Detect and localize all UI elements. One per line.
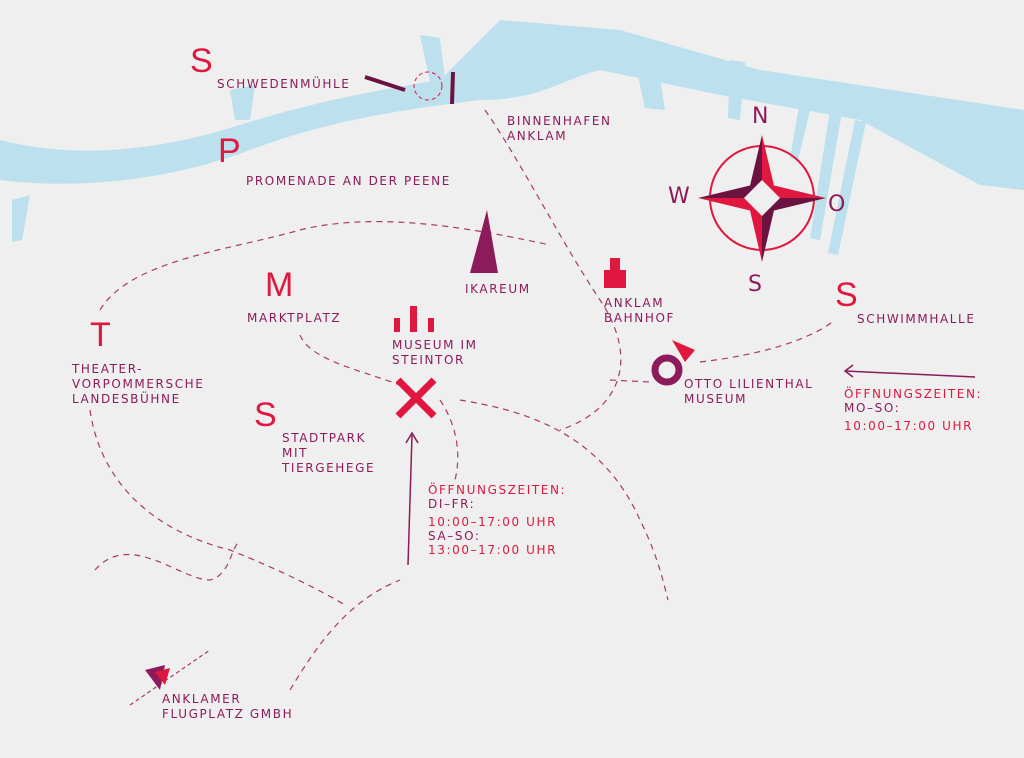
binnenhafen-label[interactable]: Binnenhafen Anklam xyxy=(507,114,612,143)
compass-east: O xyxy=(828,192,846,217)
bridge-icon xyxy=(364,71,455,105)
schwedenmuehle-label[interactable]: Schwedenmühle xyxy=(217,77,351,91)
ikareum-label[interactable]: Ikareum xyxy=(465,282,531,296)
hours-title: Öffnungszeiten: xyxy=(428,483,567,497)
bahnhof-icon xyxy=(604,258,626,288)
hours-time: 10:00–17:00 Uhr xyxy=(844,419,974,433)
marktplatz-letter: M xyxy=(265,266,294,304)
promenade-letter: P xyxy=(218,132,241,170)
hours-time: 10:00–17:00 Uhr xyxy=(428,515,558,529)
schwedenmuehle-letter: S xyxy=(190,42,213,80)
hours-days: Di–Fr: xyxy=(428,497,476,511)
compass-south: S xyxy=(748,272,762,297)
hours-days: Mo–So: xyxy=(844,401,901,415)
compass-rose xyxy=(698,135,826,262)
bahnhof-label[interactable]: Anklam Bahnhof xyxy=(604,296,676,325)
dashed-paths xyxy=(89,109,836,706)
schwimmhalle-letter: S xyxy=(835,276,858,314)
marktplatz-label[interactable]: Marktplatz xyxy=(247,311,342,325)
theater-letter: T xyxy=(90,316,111,354)
compass-west: W xyxy=(668,184,690,209)
hours-title: Öffnungszeiten: xyxy=(844,387,983,401)
ikareum-icon xyxy=(470,210,498,273)
otto-museum-label[interactable]: Otto Lilienthal Museum xyxy=(684,377,814,406)
promenade-label[interactable]: Promenade an der Peene xyxy=(246,174,451,188)
museum-steintor-icon xyxy=(394,306,434,332)
arrow-up-icon xyxy=(405,431,419,566)
otto-museum-icon xyxy=(651,340,695,386)
river-peene xyxy=(0,20,1024,255)
hours-days: Sa–So: xyxy=(428,529,481,543)
compass-north: N xyxy=(752,104,769,129)
hours-time: 13:00–17:00 Uhr xyxy=(428,543,558,557)
arrow-left-icon xyxy=(843,364,976,378)
schwimmhalle-label[interactable]: Schwimmhalle xyxy=(857,312,976,326)
museum-steintor-label[interactable]: Museum im Steintor xyxy=(392,338,478,367)
stadtpark-letter: S xyxy=(254,396,277,434)
theater-label[interactable]: Theater- Vorpommersche Landesbühne xyxy=(72,362,205,406)
flugplatz-label[interactable]: Anklamer Flugplatz GmbH xyxy=(162,692,294,721)
stadtpark-label[interactable]: Stadtpark mit Tiergehege xyxy=(282,431,376,475)
flugplatz-icon xyxy=(145,665,170,690)
cross-marker-icon xyxy=(395,377,437,419)
